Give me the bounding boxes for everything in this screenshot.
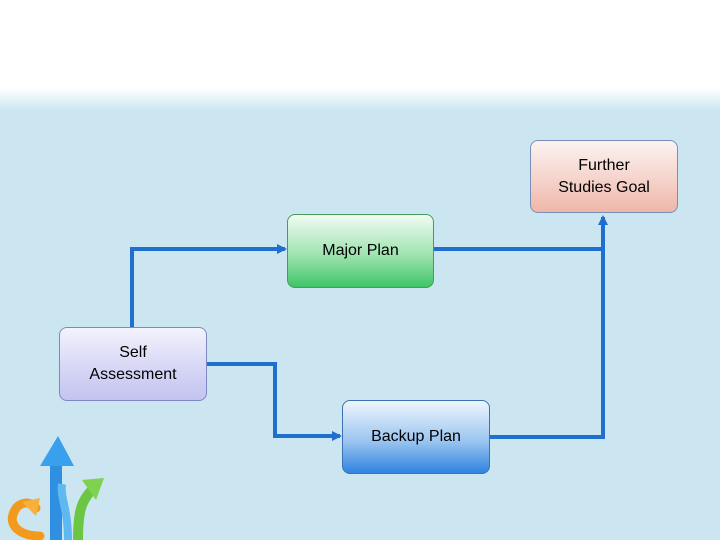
decorative-arrows-icon [7,436,104,540]
header-band [0,0,720,110]
further-studies-goal-node: Further Studies Goal [530,140,678,213]
further-studies-goal-label: Further Studies Goal [558,156,650,196]
self-assessment-node: Self Assessment [59,327,207,401]
connector-major-to-further [434,215,608,251]
connector-self-to-backup [207,362,342,441]
connector-self-to-major [130,244,287,327]
backup-plan-label: Backup Plan [371,428,461,445]
backup-plan-node: Backup Plan [342,400,490,474]
major-plan-label: Major Plan [322,242,399,259]
self-assessment-label: Self Assessment [89,344,177,383]
major-plan-node: Major Plan [287,214,434,288]
connector-backup-to-further [490,249,605,439]
